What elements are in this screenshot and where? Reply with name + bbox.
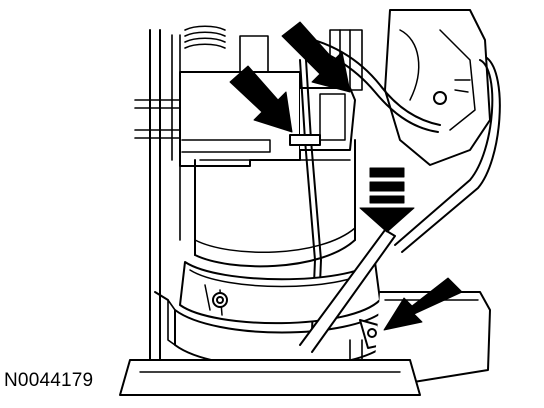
arrow-connector-left	[229, 65, 293, 133]
arrow-connector-right	[281, 21, 351, 93]
arrow-clamp	[383, 277, 463, 331]
cylinder-body	[194, 139, 356, 268]
support-rod	[299, 229, 396, 353]
callout-arrows	[229, 21, 463, 331]
arrow-direction-down	[359, 167, 415, 233]
base-plate	[119, 339, 421, 396]
figure-id-label: N0044179	[4, 370, 94, 391]
mounting-bracket	[134, 29, 181, 371]
right-mechanism	[384, 9, 501, 253]
